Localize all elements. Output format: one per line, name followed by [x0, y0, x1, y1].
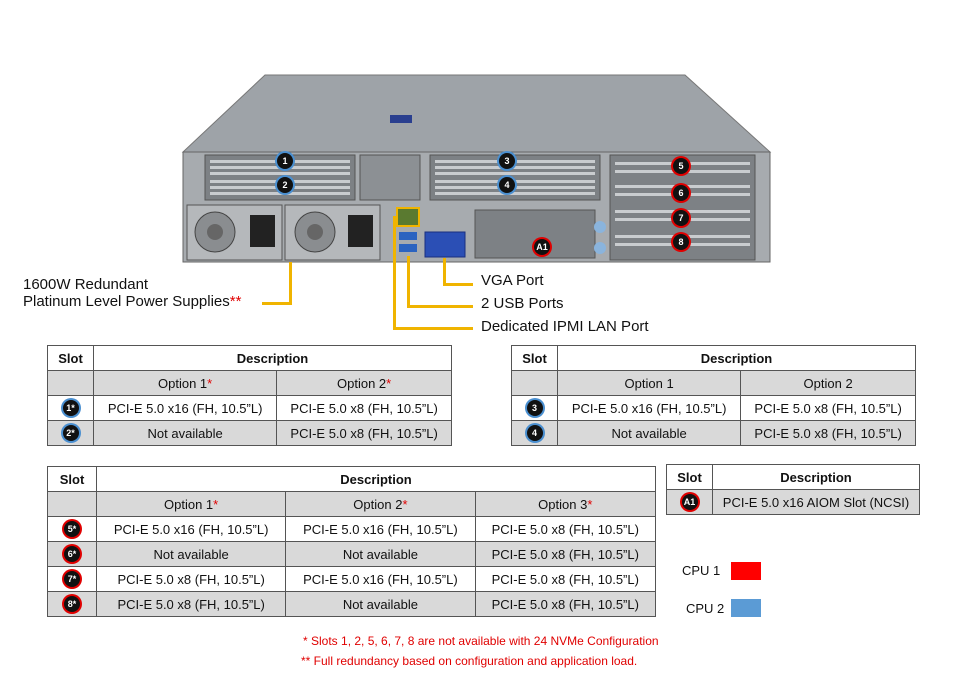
vga-callout-line-h — [443, 283, 473, 286]
table-row: 6* Not available Not available PCI-E 5.0… — [47, 541, 657, 567]
table-cell: PCI-E 5.0 x8 (FH, 10.5”L) — [740, 420, 916, 446]
psu-callout-line-h — [262, 302, 292, 305]
ipmi-callout: Dedicated IPMI LAN Port — [481, 318, 649, 335]
table-row: 5* PCI-E 5.0 x16 (FH, 10.5”L) PCI-E 5.0 … — [47, 516, 657, 542]
slot-table-5-8: Slot Description Option 1* Option 2* Opt… — [47, 466, 657, 617]
slot-badge: A1 — [681, 494, 698, 511]
table-row: 2* Not available PCI-E 5.0 x8 (FH, 10.5”… — [47, 420, 452, 446]
legend-cpu1-label: CPU 1 — [682, 563, 721, 578]
server-slot-badge-1: 1 — [277, 153, 293, 169]
slot-badge: 2* — [62, 425, 79, 442]
description-header: Description — [712, 464, 920, 490]
table-cell: Not available — [285, 591, 476, 617]
description-header: Description — [96, 466, 656, 492]
table-cell: PCI-E 5.0 x8 (FH, 10.5”L) — [474, 566, 657, 592]
server-slot-badge-7: 7 — [673, 210, 689, 226]
usb-callout: 2 USB Ports — [481, 295, 564, 312]
table-cell: PCI-E 5.0 x16 (FH, 10.5”L) — [92, 395, 278, 421]
slot-badge: 6* — [64, 546, 80, 563]
slot-header: Slot — [666, 464, 713, 490]
slot-table-1-2: Slot Description Option 1* Option 2* 1* … — [47, 345, 452, 446]
psu-callout-line1: 1600W Redundant — [23, 276, 149, 293]
vga-callout-line — [443, 258, 446, 285]
slot-header: Slot — [47, 466, 97, 492]
option-header: Option 3* — [474, 491, 657, 517]
slot-header: Slot — [511, 345, 558, 371]
empty-cell — [47, 491, 97, 517]
table-row: 1* PCI-E 5.0 x16 (FH, 10.5”L) PCI-E 5.0 … — [47, 395, 452, 421]
server-slot-badge-8: 8 — [673, 234, 689, 250]
table-row: 4 Not available PCI-E 5.0 x8 (FH, 10.5”L… — [511, 420, 916, 446]
server-slot-badge-6: 6 — [673, 185, 689, 201]
usb-callout-line-h — [407, 305, 473, 308]
table-row: 3 PCI-E 5.0 x16 (FH, 10.5”L) PCI-E 5.0 x… — [511, 395, 916, 421]
slot-header: Slot — [47, 345, 94, 371]
table-cell: PCI-E 5.0 x16 (FH, 10.5”L) — [285, 516, 476, 542]
table-cell: PCI-E 5.0 x8 (FH, 10.5”L) — [276, 395, 452, 421]
option-header: Option 1 — [556, 370, 742, 396]
psu-callout-line2: Platinum Level Power Supplies — [23, 293, 230, 310]
legend-cpu2-label: CPU 2 — [686, 601, 725, 616]
empty-cell — [511, 370, 558, 396]
table-cell: PCI-E 5.0 x8 (FH, 10.5”L) — [276, 420, 452, 446]
option-header: Option 2* — [276, 370, 452, 396]
table-cell: PCI-E 5.0 x16 (FH, 10.5”L) — [95, 516, 287, 542]
usb-callout-line — [407, 256, 410, 308]
slot-badge: 7* — [64, 571, 80, 588]
table-cell: Not available — [95, 541, 287, 567]
server-slot-badge-4: 4 — [499, 177, 515, 193]
table-row: A1 PCI-E 5.0 x16 AIOM Slot (NCSI) — [666, 489, 920, 515]
table-cell: PCI-E 5.0 x8 (FH, 10.5”L) — [474, 541, 657, 567]
table-cell: PCI-E 5.0 x16 (FH, 10.5”L) — [285, 566, 476, 592]
table-cell: Not available — [285, 541, 476, 567]
server-slot-badge-2: 2 — [277, 177, 293, 193]
table-cell: PCI-E 5.0 x8 (FH, 10.5”L) — [95, 591, 287, 617]
option-header: Option 2* — [285, 491, 476, 517]
footnote-nvme: * Slots 1, 2, 5, 6, 7, 8 are not availab… — [303, 634, 659, 648]
description-header: Description — [93, 345, 452, 371]
slot-badge: 8* — [64, 596, 80, 613]
description-header: Description — [557, 345, 916, 371]
vga-callout: VGA Port — [481, 272, 544, 289]
table-cell: PCI-E 5.0 x8 (FH, 10.5”L) — [95, 566, 287, 592]
table-cell: PCI-E 5.0 x16 (FH, 10.5”L) — [556, 395, 742, 421]
table-cell: PCI-E 5.0 x16 AIOM Slot (NCSI) — [712, 489, 920, 515]
slot-table-a1: Slot Description A1 PCI-E 5.0 x16 AIOM S… — [666, 464, 920, 515]
table-cell: PCI-E 5.0 x8 (FH, 10.5”L) — [474, 516, 657, 542]
option-header: Option 1* — [92, 370, 278, 396]
slot-badge: 5* — [64, 521, 80, 538]
slot-badge: 3 — [526, 400, 543, 417]
table-cell: PCI-E 5.0 x8 (FH, 10.5”L) — [740, 395, 916, 421]
footnote-redundancy: ** Full redundancy based on configuratio… — [301, 654, 638, 668]
option-header: Option 1* — [95, 491, 287, 517]
legend-cpu2-swatch — [731, 599, 761, 617]
psu-callout: 1600W Redundant Platinum Level Power Sup… — [23, 276, 241, 310]
empty-cell — [47, 370, 94, 396]
table-cell: PCI-E 5.0 x8 (FH, 10.5”L) — [474, 591, 657, 617]
option-header: Option 2 — [740, 370, 916, 396]
psu-footnote-mark: ** — [229, 293, 242, 310]
slot-badge: 1* — [62, 400, 79, 417]
slot-badge: 4 — [526, 425, 543, 442]
legend-cpu1-swatch — [731, 562, 761, 580]
psu-callout-line — [289, 262, 292, 304]
ipmi-callout-line-h — [393, 327, 473, 330]
ipmi-callout-line — [393, 216, 396, 329]
table-row: 7* PCI-E 5.0 x8 (FH, 10.5”L) PCI-E 5.0 x… — [47, 566, 657, 592]
slot-table-3-4: Slot Description Option 1 Option 2 3 PCI… — [511, 345, 916, 446]
server-slot-badge-3: 3 — [499, 153, 515, 169]
server-slot-badge-5: 5 — [673, 158, 689, 174]
server-slot-badge-a1: A1 — [534, 239, 550, 255]
table-cell: Not available — [92, 420, 278, 446]
table-cell: Not available — [556, 420, 742, 446]
table-row: 8* PCI-E 5.0 x8 (FH, 10.5”L) Not availab… — [47, 591, 657, 617]
